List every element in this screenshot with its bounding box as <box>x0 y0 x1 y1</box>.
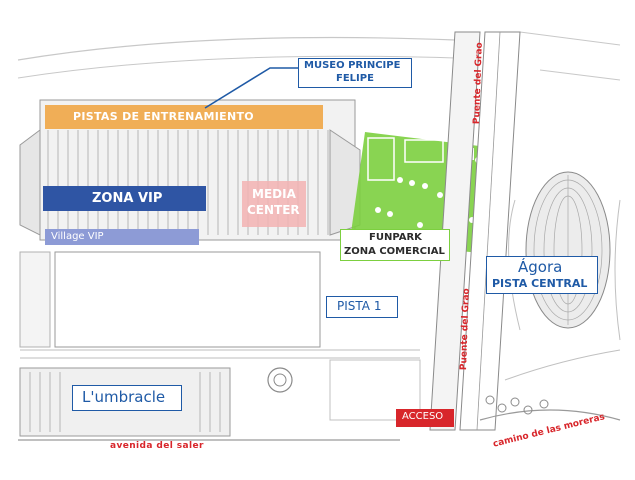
media-center-area <box>242 181 306 227</box>
agora-label: Ágora <box>518 258 563 276</box>
funpark-court <box>404 139 444 163</box>
center-label: CENTER <box>247 203 300 217</box>
umbracle-ribs <box>29 372 221 432</box>
zona-vip-area <box>43 186 206 211</box>
road-line <box>539 69 621 81</box>
museo-label-box <box>298 58 412 88</box>
fountain-circle <box>267 367 293 393</box>
umbracle-label-box <box>72 385 182 411</box>
funpark-court <box>367 137 395 181</box>
zona-comercial-label: ZONA COMERCIAL <box>344 246 445 257</box>
museum-west-end <box>19 129 41 236</box>
umbracle-label: L'umbracle <box>82 388 166 406</box>
museo-leader-line <box>204 67 298 109</box>
pista-central-label: PISTA CENTRAL <box>492 277 588 290</box>
agora-ribs <box>533 175 603 325</box>
trees <box>485 395 549 415</box>
road-band <box>459 31 521 431</box>
village-vip-area <box>45 229 199 245</box>
museum-roof-ribs <box>47 130 329 235</box>
pista-1-label-box <box>326 296 398 318</box>
pista-1-label: PISTA 1 <box>337 299 382 313</box>
road-line <box>519 31 621 46</box>
funpark-label-box <box>340 229 450 261</box>
acceso-label: ACCESO <box>402 411 444 422</box>
media-label: MEDIA <box>252 187 296 201</box>
agora-label-box <box>486 256 598 294</box>
agora-path <box>614 199 621 341</box>
pistas-area <box>45 105 323 129</box>
museo-label: MUSEO PRINCIPE <box>304 60 401 71</box>
promenade-line <box>17 55 456 79</box>
village-vip-label: Village VIP <box>51 231 104 242</box>
promenade-line <box>17 36 456 61</box>
acceso-label-box <box>396 409 454 427</box>
road-curve <box>504 349 621 381</box>
funpark-label: FUNPARK <box>369 232 422 243</box>
pistas-label: PISTAS DE ENTRENAMIENTO <box>73 110 254 123</box>
road-centerline <box>476 31 501 431</box>
puente-del-grao <box>429 31 481 431</box>
felipe-label: FELIPE <box>336 73 374 84</box>
camino-road <box>479 409 621 421</box>
avenida-label: avenida del saler <box>110 441 204 451</box>
fountain-inner <box>273 373 287 387</box>
west-stairs <box>19 251 51 348</box>
pista-1-area <box>54 251 321 348</box>
zona-vip-label: ZONA VIP <box>92 191 163 206</box>
